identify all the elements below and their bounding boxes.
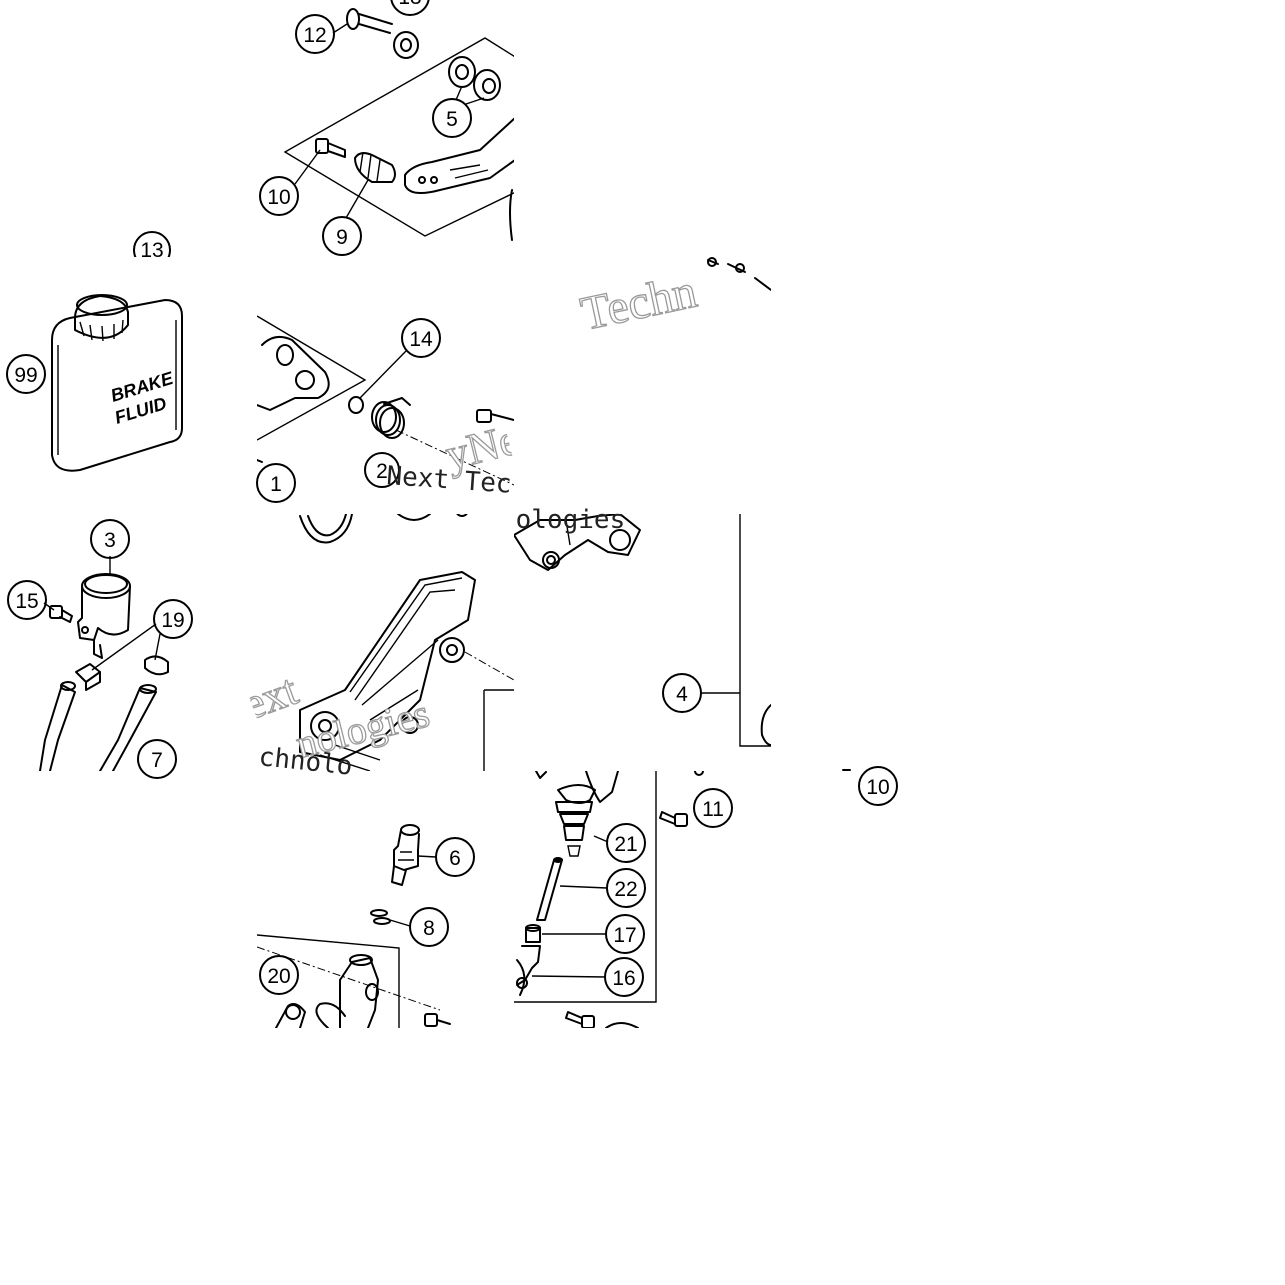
washer-13 <box>393 31 419 59</box>
svg-text:2: 2 <box>376 460 388 483</box>
svg-text:4: 4 <box>676 683 688 706</box>
svg-text:9: 9 <box>336 226 348 249</box>
svg-text:12: 12 <box>303 24 326 47</box>
svg-text:6: 6 <box>449 847 461 870</box>
tile-linkage: 4 <box>514 514 771 747</box>
hose-7b <box>99 684 157 771</box>
tile-bolt-fragment <box>707 257 771 291</box>
tile-callout-13: 13 <box>133 231 171 262</box>
callout-17: 17 <box>605 914 645 954</box>
callout-4: 4 <box>662 673 702 713</box>
svg-text:99: 99 <box>14 364 37 387</box>
callout-2: 2 <box>364 452 400 488</box>
reservoir-3 <box>77 573 131 659</box>
pedal-fragment <box>257 335 330 411</box>
callout-99: 99 <box>6 354 46 394</box>
banjo-fitting-6 <box>391 824 420 886</box>
callout-20: 20 <box>259 955 299 995</box>
callout-12: 12 <box>295 14 335 54</box>
watermark-text: Techn <box>576 265 701 341</box>
svg-text:10: 10 <box>866 776 889 799</box>
svg-text:3: 3 <box>104 529 116 552</box>
svg-text:13: 13 <box>140 239 163 262</box>
svg-text:13: 13 <box>398 0 421 9</box>
lever-arm <box>404 117 514 195</box>
brake-fluid-bottle: BRAKE FLUID <box>51 294 183 472</box>
clevis-16 <box>516 945 541 996</box>
callout-19: 19 <box>153 599 193 639</box>
bolt-10 <box>315 138 346 158</box>
svg-text:20: 20 <box>267 965 290 988</box>
bolt-fragment-lower <box>424 1013 451 1027</box>
tile-brake-fluid-bottle: BRAKE FLUID 99 <box>6 294 183 472</box>
bolt-fragment-bottom <box>565 1011 595 1028</box>
bolt-12 <box>346 8 393 34</box>
watermark-text: ext <box>237 665 304 729</box>
callout-11: 11 <box>693 788 733 828</box>
callout-21: 21 <box>606 823 646 863</box>
svg-text:5: 5 <box>446 108 458 131</box>
callout-8: 8 <box>409 907 449 947</box>
linkage-arm <box>514 514 641 571</box>
push-rod-22 <box>536 857 563 921</box>
callout-13: 13 <box>133 231 171 262</box>
clamp-19a <box>75 663 101 691</box>
clamp-19b <box>144 655 169 676</box>
svg-text:11: 11 <box>702 798 724 821</box>
tile-push-rod: 21 22 17 16 11 <box>514 771 733 1028</box>
boot-21 <box>555 784 596 857</box>
o-rings-8 <box>370 909 391 925</box>
svg-text:17: 17 <box>613 924 636 947</box>
svg-text:7: 7 <box>151 749 163 772</box>
svg-text:16: 16 <box>612 967 635 990</box>
callout-10: 10 <box>259 176 299 216</box>
tile-callout-10: 10 <box>842 766 898 806</box>
master-cylinder-body <box>275 954 379 1028</box>
svg-text:14: 14 <box>409 328 433 351</box>
hose-7a <box>39 681 76 771</box>
callout-15: 15 <box>7 580 47 620</box>
callout-13-top: 13 <box>390 0 430 16</box>
spring-2 <box>371 397 411 439</box>
callout-9: 9 <box>322 216 362 256</box>
svg-text:10: 10 <box>267 186 290 209</box>
svg-text:22: 22 <box>614 878 637 901</box>
svg-text:1: 1 <box>270 473 282 496</box>
callout-5: 5 <box>432 98 472 138</box>
screw-15 <box>49 605 73 623</box>
callout-6: 6 <box>435 837 475 877</box>
callout-3: 3 <box>90 519 130 559</box>
tile-brake-lever: 12 13 5 10 9 <box>259 0 514 256</box>
callout-7: 7 <box>137 739 177 779</box>
callout-16: 16 <box>604 957 644 997</box>
tile-fittings: 6 8 20 <box>257 824 475 1028</box>
svg-text:8: 8 <box>423 917 435 940</box>
watermark-text: nologies <box>500 505 625 535</box>
svg-text:21: 21 <box>614 833 637 856</box>
callout-10-right: 10 <box>858 766 898 806</box>
tile-footrest-bracket <box>299 514 514 771</box>
bushing-9 <box>354 151 396 183</box>
svg-text:15: 15 <box>15 590 38 613</box>
bolt-fragment <box>476 409 514 423</box>
callout-14: 14 <box>401 318 441 358</box>
nut-17 <box>525 924 541 943</box>
tile-reservoir: 3 15 19 7 <box>7 519 193 779</box>
svg-text:19: 19 <box>161 609 184 632</box>
washer-14 <box>348 396 364 414</box>
callout-1: 1 <box>256 463 296 503</box>
bearing-5 <box>448 56 501 101</box>
screw-11 <box>659 811 688 827</box>
tile-return-spring: 14 1 2 <box>256 315 514 503</box>
callout-22: 22 <box>606 868 646 908</box>
